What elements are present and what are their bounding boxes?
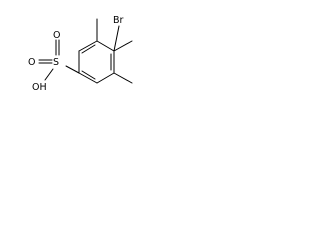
hydroxyl-group-label: OH [32, 82, 47, 93]
ring-bond [78, 40, 98, 52]
oxygen-atom-label: O [53, 30, 60, 41]
ring-double-bond [81, 70, 96, 80]
chemical-structure-diagram: S O O OH Br [28, 15, 133, 93]
benzene-ring [78, 40, 115, 84]
sulfur-hydroxyl-bond [44, 68, 54, 81]
ring-bond [96, 40, 115, 52]
sulfur-ring-bond [65, 65, 80, 74]
ring-bond [96, 72, 115, 84]
page: S O O OH Br [0, 0, 172, 128]
bromine-atom-label: Br [113, 15, 124, 26]
sulfur-atom-label: S [53, 57, 59, 68]
oxygen-atom-label: O [28, 57, 35, 68]
ring-double-bond [81, 44, 96, 54]
methyl-bond-bottom [113, 72, 133, 84]
methyl-bond-right [113, 40, 133, 52]
ring-bond [78, 72, 98, 84]
bromine-bond [113, 25, 120, 52]
